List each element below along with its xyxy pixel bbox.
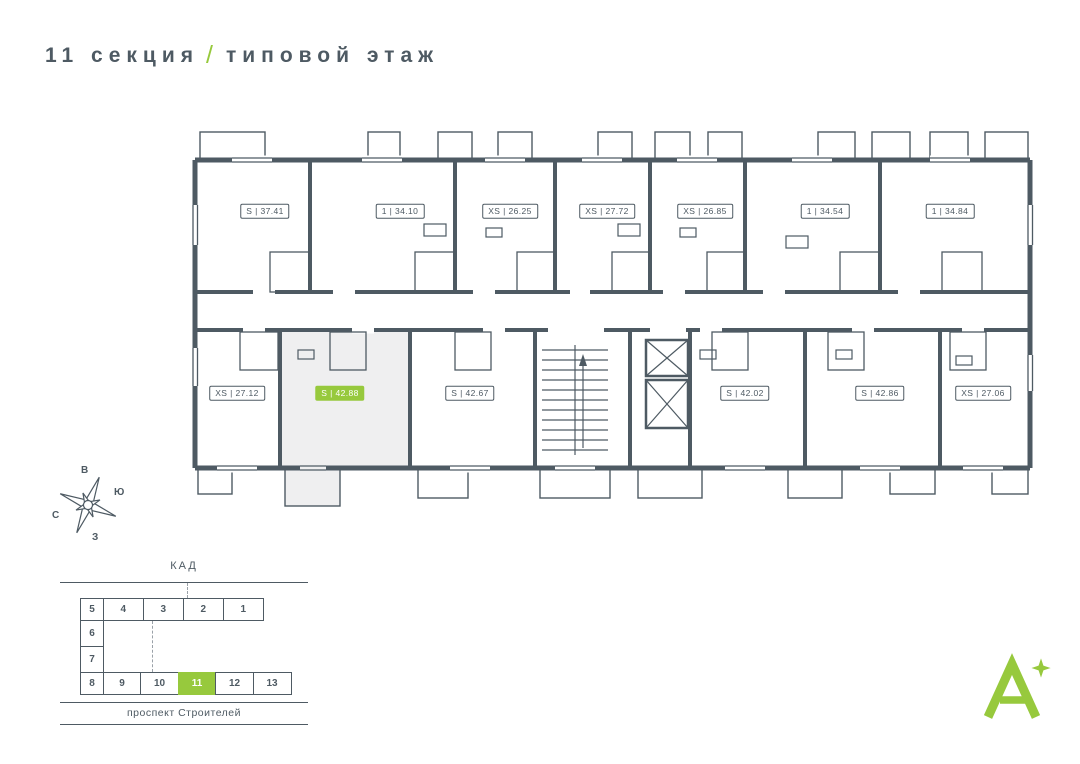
road-label-top: КАД <box>170 560 198 572</box>
page-title: 11 секция / типовой этаж <box>45 40 439 69</box>
apartment-badge[interactable]: XS | 27.06 <box>955 385 1011 401</box>
compass-label-top: В <box>81 465 89 476</box>
compass-rose <box>59 476 117 534</box>
minimap-section-11-active[interactable]: 11 <box>177 672 217 695</box>
minimap-section-13[interactable]: 13 <box>252 672 292 695</box>
minimap-section-1[interactable]: 1 <box>222 598 264 621</box>
road-line <box>60 702 308 703</box>
apartment-badge[interactable]: XS | 26.85 <box>677 203 733 219</box>
road-line <box>60 724 308 725</box>
stairs-direction-arrow <box>579 354 587 366</box>
title-separator-slash: / <box>205 41 219 69</box>
minimap-section-4[interactable]: 4 <box>102 598 144 621</box>
section-connector-dashed-line <box>152 621 153 672</box>
minimap-section-6[interactable]: 6 <box>80 619 104 647</box>
minimap-section-9[interactable]: 9 <box>102 672 142 695</box>
door-openings <box>243 288 984 334</box>
road-line <box>60 582 308 583</box>
apartment-badge[interactable]: S | 42.67 <box>445 385 495 401</box>
apartment-badge-selected[interactable]: S | 42.88 <box>315 385 365 401</box>
apartment-badge[interactable]: S | 42.02 <box>720 385 770 401</box>
logo-sparkle-icon <box>1026 653 1056 683</box>
compass-label-right: Ю <box>114 487 125 498</box>
stairs <box>542 345 608 455</box>
selected-apartment-balcony <box>285 468 340 506</box>
apartment-badge[interactable]: 1 | 34.54 <box>800 203 850 219</box>
apartment-badge[interactable]: 1 | 34.84 <box>925 203 975 219</box>
title-floor: типовой этаж <box>225 44 440 67</box>
apartment-badge[interactable]: 1 | 34.10 <box>375 203 425 219</box>
minimap-section-8[interactable]: 8 <box>80 672 104 695</box>
minimap-section-10[interactable]: 10 <box>140 672 179 695</box>
minimap-section-3[interactable]: 3 <box>142 598 184 621</box>
apartment-badge[interactable]: S | 37.41 <box>240 203 290 219</box>
section-connector-dashed-line <box>187 583 188 598</box>
compass-label-bottom: З <box>92 532 99 543</box>
elevators <box>644 338 690 430</box>
apartment-badge[interactable]: S | 42.86 <box>855 385 905 401</box>
minimap-section-12[interactable]: 12 <box>215 672 254 695</box>
minimap-section-2[interactable]: 2 <box>182 598 224 621</box>
apartment-badge[interactable]: XS | 27.72 <box>579 203 635 219</box>
road-label-bottom: проспект Строителей <box>126 707 242 719</box>
top-bays <box>199 131 1029 161</box>
location-minimap: КАД 5 4 3 2 1 6 7 8 9 10 11 12 13 проспе… <box>58 556 310 728</box>
apartment-badge[interactable]: XS | 26.25 <box>482 203 538 219</box>
minimap-section-5[interactable]: 5 <box>80 598 104 621</box>
brand-logo <box>983 653 1056 719</box>
apartment-badge[interactable]: XS | 27.12 <box>209 385 265 401</box>
minimap-section-7[interactable]: 7 <box>80 645 104 674</box>
compass-label-left: С <box>52 510 60 521</box>
title-section: 11 секция <box>45 44 199 67</box>
